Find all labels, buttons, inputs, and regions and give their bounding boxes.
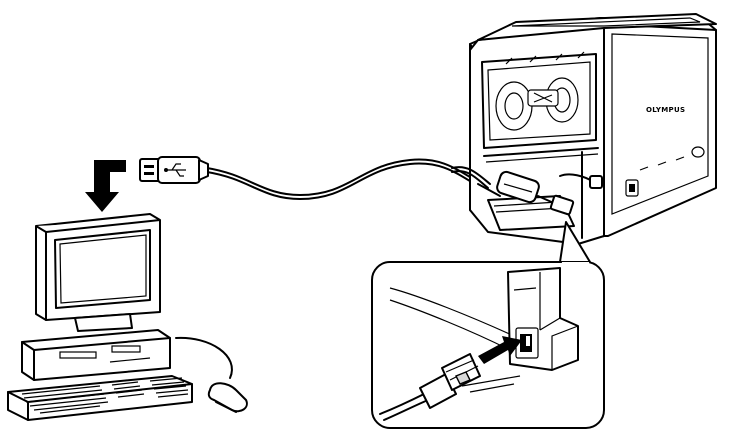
connect-arrow-icon <box>85 160 126 212</box>
printer-brand-label-side: OLYMPUS <box>646 106 685 114</box>
usb-a-plug-icon <box>139 156 209 184</box>
usb-cable <box>206 158 479 200</box>
desktop-computer-icon <box>7 213 248 421</box>
photo-printer-icon: OLYMPUS OLYMPUS <box>469 13 717 245</box>
zoom-callout <box>371 221 605 429</box>
printer-cable-end <box>451 166 603 216</box>
